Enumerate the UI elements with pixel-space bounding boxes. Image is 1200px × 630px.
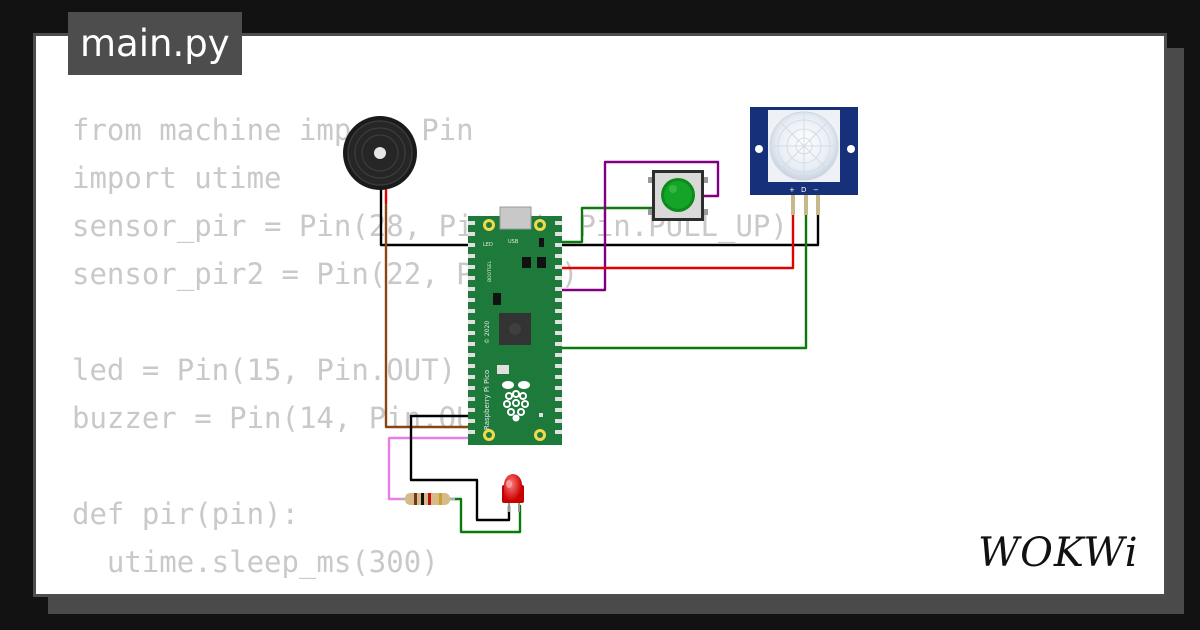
preview-card: from machine import Pin import utime senso… <box>33 33 1167 597</box>
code-line: from machine import Pin <box>72 113 474 147</box>
usb-label: USB <box>508 239 519 245</box>
led-label: LED <box>483 242 493 248</box>
code-line: utime.sleep_ms(300) <box>72 545 439 579</box>
file-tab[interactable]: main.py <box>68 12 242 75</box>
buzzer[interactable] <box>343 116 417 190</box>
pir-pin-gnd: − <box>813 186 819 194</box>
wire-brown-buzzer <box>384 203 476 429</box>
wokwi-logo: WOKWi <box>978 530 1139 576</box>
push-button[interactable] <box>648 170 708 221</box>
code-line: if pin.value() == 1: <box>72 586 788 594</box>
code-line: sensor_pir = Pin(28, Pin.IN, Pin.PULL_UP… <box>72 209 788 243</box>
wire-red-pir <box>550 194 795 270</box>
red-led[interactable] <box>502 474 524 512</box>
pir-pin-data: D <box>801 186 806 194</box>
code-line: import utime <box>72 161 282 195</box>
wire-green-led <box>448 497 522 534</box>
wire-green-pir <box>550 194 808 350</box>
board-year: © 2020 <box>484 321 491 344</box>
wire-green-button <box>550 206 654 244</box>
code-line: def pir(pin): <box>72 497 299 531</box>
wokwi-logo-text: WOKWi <box>978 530 1139 576</box>
bootsel-label: BOOTSEL <box>487 260 493 282</box>
file-tab-label: main.py <box>80 22 230 65</box>
wire-pink-resistor <box>387 436 476 501</box>
pico-board[interactable]: USB LED BOOTSEL Raspberry Pi Pico © 2020 <box>468 206 562 445</box>
wire-black-led <box>409 414 511 522</box>
resistor[interactable] <box>400 493 455 505</box>
wire-purple-button <box>550 160 720 292</box>
board-name: Raspberry Pi Pico <box>483 370 491 430</box>
pir-sensor[interactable]: + D − <box>750 107 858 215</box>
pir-pin-vcc: + <box>789 186 795 194</box>
